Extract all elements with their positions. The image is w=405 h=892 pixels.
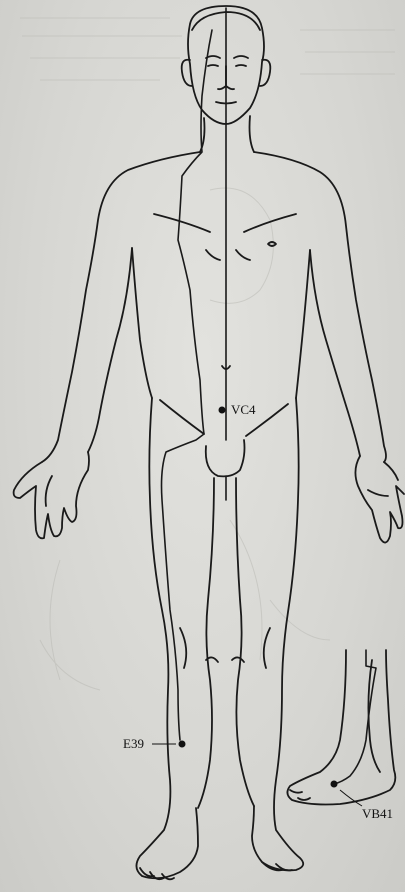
acupoint-e39[interactable]: E39 — [123, 736, 186, 751]
acupoint-e39-label: E39 — [123, 736, 144, 751]
body-outline — [14, 6, 404, 879]
acupoint-e39-dot — [179, 741, 186, 748]
acupoint-vc4[interactable]: VC4 — [219, 402, 257, 417]
gallbladder-meridian — [334, 650, 376, 784]
acupoint-vc4-dot — [219, 407, 226, 414]
acupoint-vb41-dot — [331, 781, 338, 788]
acupoint-vc4-label: VC4 — [231, 402, 256, 417]
acupoint-vb41-label: VB41 — [362, 806, 393, 821]
